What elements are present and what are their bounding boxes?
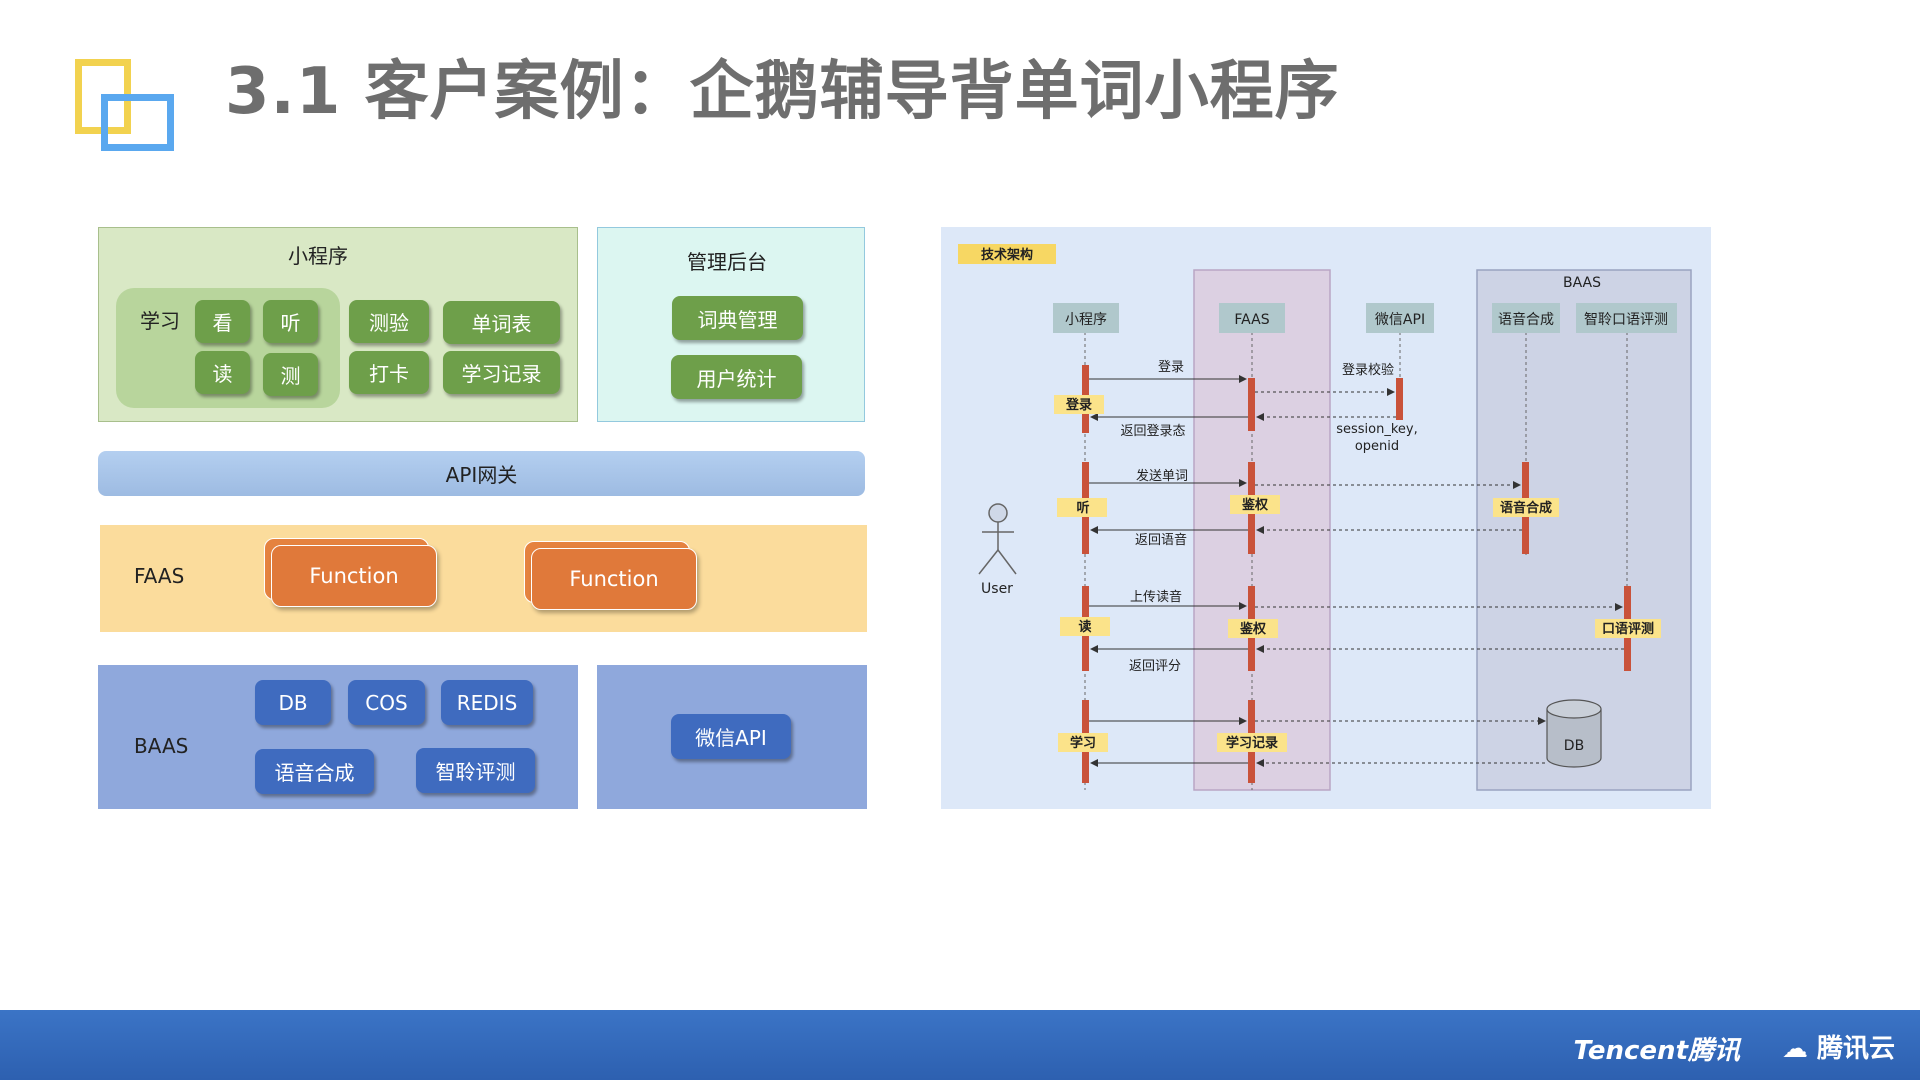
function-box-1[interactable]: Function [271, 545, 437, 607]
message-label: 返回登录态 [1120, 424, 1185, 439]
activation-label: 口语评测 [1602, 621, 1654, 637]
activation-bar [1248, 378, 1255, 431]
activation-label: 读 [1078, 619, 1091, 635]
message-label: 上传读音 [1130, 589, 1182, 605]
activation-label: 听 [1076, 500, 1089, 516]
sequence-diagram: BAAS 技术架构 小程序 FAAS 微信API 语音合成 智聆口语评测 Use… [941, 227, 1711, 809]
activation-tag [1057, 498, 1107, 517]
db-cylinder-icon [1546, 699, 1602, 768]
redis-button[interactable]: REDIS [441, 680, 533, 725]
message-label: 登录 [1158, 360, 1184, 375]
checkin-button[interactable]: 打卡 [349, 351, 429, 394]
logo-square-blue [101, 94, 174, 151]
message-label: 返回语音 [1135, 532, 1187, 548]
message-label: 发送单词 [1136, 468, 1188, 484]
participant-faas: FAAS [1234, 312, 1269, 328]
look-button[interactable]: 看 [195, 300, 250, 343]
activation-tag [1217, 733, 1287, 752]
tencent-cloud-logo: ☁ 腾讯云 [1782, 1028, 1895, 1065]
activation-label: 语音合成 [1500, 500, 1552, 516]
page-title: 3.1 客户案例：企鹅辅导背单词小程序 [225, 55, 1340, 129]
message-label: session_key, [1336, 422, 1418, 437]
participant-box-tts [1492, 303, 1560, 333]
tencent-logo: Tencent腾讯 [1573, 1036, 1740, 1066]
dictionary-management-button[interactable]: 词典管理 [672, 296, 803, 340]
learn-label: 学习 [140, 309, 180, 333]
message-label: 返回评分 [1129, 659, 1181, 674]
function-box-2[interactable]: Function [531, 548, 697, 610]
participant-mini: 小程序 [1065, 312, 1107, 328]
listen-button[interactable]: 听 [263, 300, 318, 343]
activation-tag [1058, 733, 1108, 752]
activation-label: 学习记录 [1226, 735, 1278, 751]
participant-box-wechat [1366, 303, 1434, 333]
activation-tag [1060, 617, 1110, 636]
participant-eval: 智聆口语评测 [1584, 312, 1668, 328]
speech-synthesis-button[interactable]: 语音合成 [255, 749, 374, 794]
activation-label: 登录 [1065, 397, 1092, 413]
test-button[interactable]: 测 [263, 353, 318, 396]
activation-label: 鉴权 [1239, 621, 1267, 637]
activation-tag [1230, 495, 1280, 514]
participant-tts: 语音合成 [1498, 311, 1554, 328]
db-label: DB [1564, 738, 1584, 754]
participant-box-faas [1219, 303, 1285, 333]
footer-bar [0, 1010, 1920, 1080]
user-statistics-button[interactable]: 用户统计 [671, 355, 802, 399]
tech-tag-label: 技术架构 [981, 247, 1033, 263]
actor-label: User [981, 581, 1013, 597]
activation-label: 学习 [1070, 735, 1096, 751]
participant-wechat: 微信API [1375, 312, 1425, 328]
api-gateway-bar: API网关 [98, 451, 865, 496]
wechat-api-button[interactable]: 微信API [671, 714, 791, 759]
activation-tag [1595, 619, 1661, 638]
participant-box-mini [1053, 303, 1119, 333]
tencent-cloud-label: 腾讯云 [1816, 1034, 1895, 1064]
activation-bar [1396, 378, 1403, 420]
participant-box-eval [1576, 303, 1677, 333]
message-label: 登录校验 [1342, 362, 1394, 378]
db-button[interactable]: DB [255, 680, 331, 725]
mini-program-title: 小程序 [288, 244, 348, 268]
cloud-icon: ☁ [1781, 1034, 1808, 1064]
cos-button[interactable]: COS [348, 680, 425, 725]
read-button[interactable]: 读 [195, 351, 250, 394]
smart-evaluation-button[interactable]: 智聆评测 [416, 748, 535, 793]
message-label: openid [1355, 439, 1399, 454]
baas-group-label: BAAS [1563, 275, 1601, 291]
activation-tag [1228, 619, 1278, 638]
baas-label: BAAS [134, 734, 189, 758]
study-record-button[interactable]: 学习记录 [443, 351, 560, 394]
faas-panel [100, 525, 867, 632]
tech-tag [958, 244, 1056, 264]
user-actor-icon [978, 503, 1017, 575]
admin-title: 管理后台 [687, 250, 767, 274]
quiz-button[interactable]: 测验 [349, 300, 429, 343]
activation-tag [1054, 395, 1104, 414]
faas-label: FAAS [134, 564, 185, 588]
activation-label: 鉴权 [1241, 497, 1269, 513]
activation-tag [1493, 498, 1559, 517]
wordlist-button[interactable]: 单词表 [443, 301, 560, 344]
